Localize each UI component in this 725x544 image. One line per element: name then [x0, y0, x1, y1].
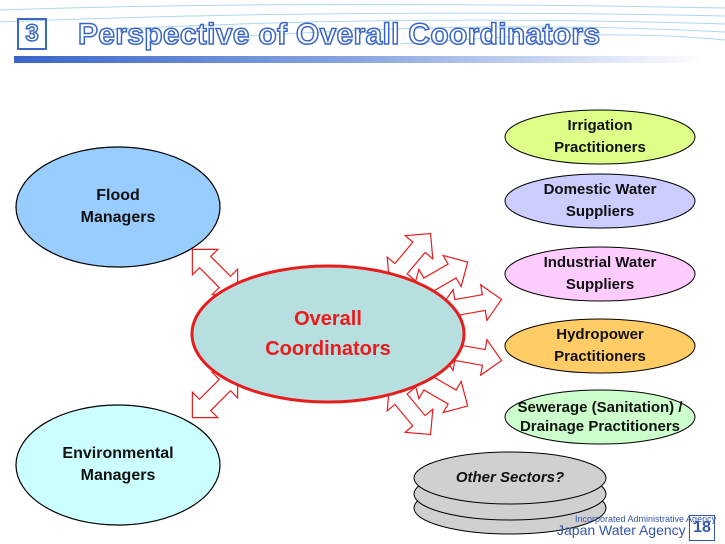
other-sectors-label: Other Sectors? [455, 469, 565, 486]
domestic-label: Domestic Water Suppliers [543, 181, 657, 220]
flood-managers-ellipse [15, 146, 221, 268]
agency-name: Japan Water Agency [557, 522, 686, 538]
page-title: Perspective of Overall Coordinators [77, 17, 601, 52]
environmental-managers-ellipse [15, 404, 221, 526]
irrigation-label: Irrigation Practitioners [554, 117, 646, 156]
agency-subtitle: Incorporated Administrative Agency [575, 514, 717, 524]
double-arrow-icon [386, 232, 434, 284]
double-arrow-icon [191, 248, 239, 296]
section-number: 3 [17, 18, 47, 50]
double-arrow-icon [191, 371, 239, 419]
flood-managers-label: Flood Managers [80, 187, 156, 226]
industrial-ellipse [504, 246, 696, 302]
double-arrow-icon [386, 384, 434, 436]
title-underline [14, 56, 704, 63]
environmental-managers-label: Environmental Managers [62, 445, 174, 484]
sewerage-label: Sewerage (Sanitation) / Drainage Practit… [517, 399, 683, 435]
irrigation-ellipse [504, 109, 696, 165]
wave-decoration [0, 3, 725, 45]
domestic-ellipse [504, 173, 696, 229]
page-number: 18 [689, 515, 715, 541]
sewerage-ellipse [504, 389, 696, 445]
other-sectors-disk-1 [413, 451, 607, 505]
overall-coordinators-ellipse [190, 264, 466, 404]
industrial-label: Industrial Water Suppliers [543, 254, 657, 293]
hydropower-label: Hydropower Practitioners [554, 326, 646, 365]
overall-coordinators-label: Overall Coordinators [265, 308, 391, 360]
hydropower-ellipse [504, 318, 696, 374]
